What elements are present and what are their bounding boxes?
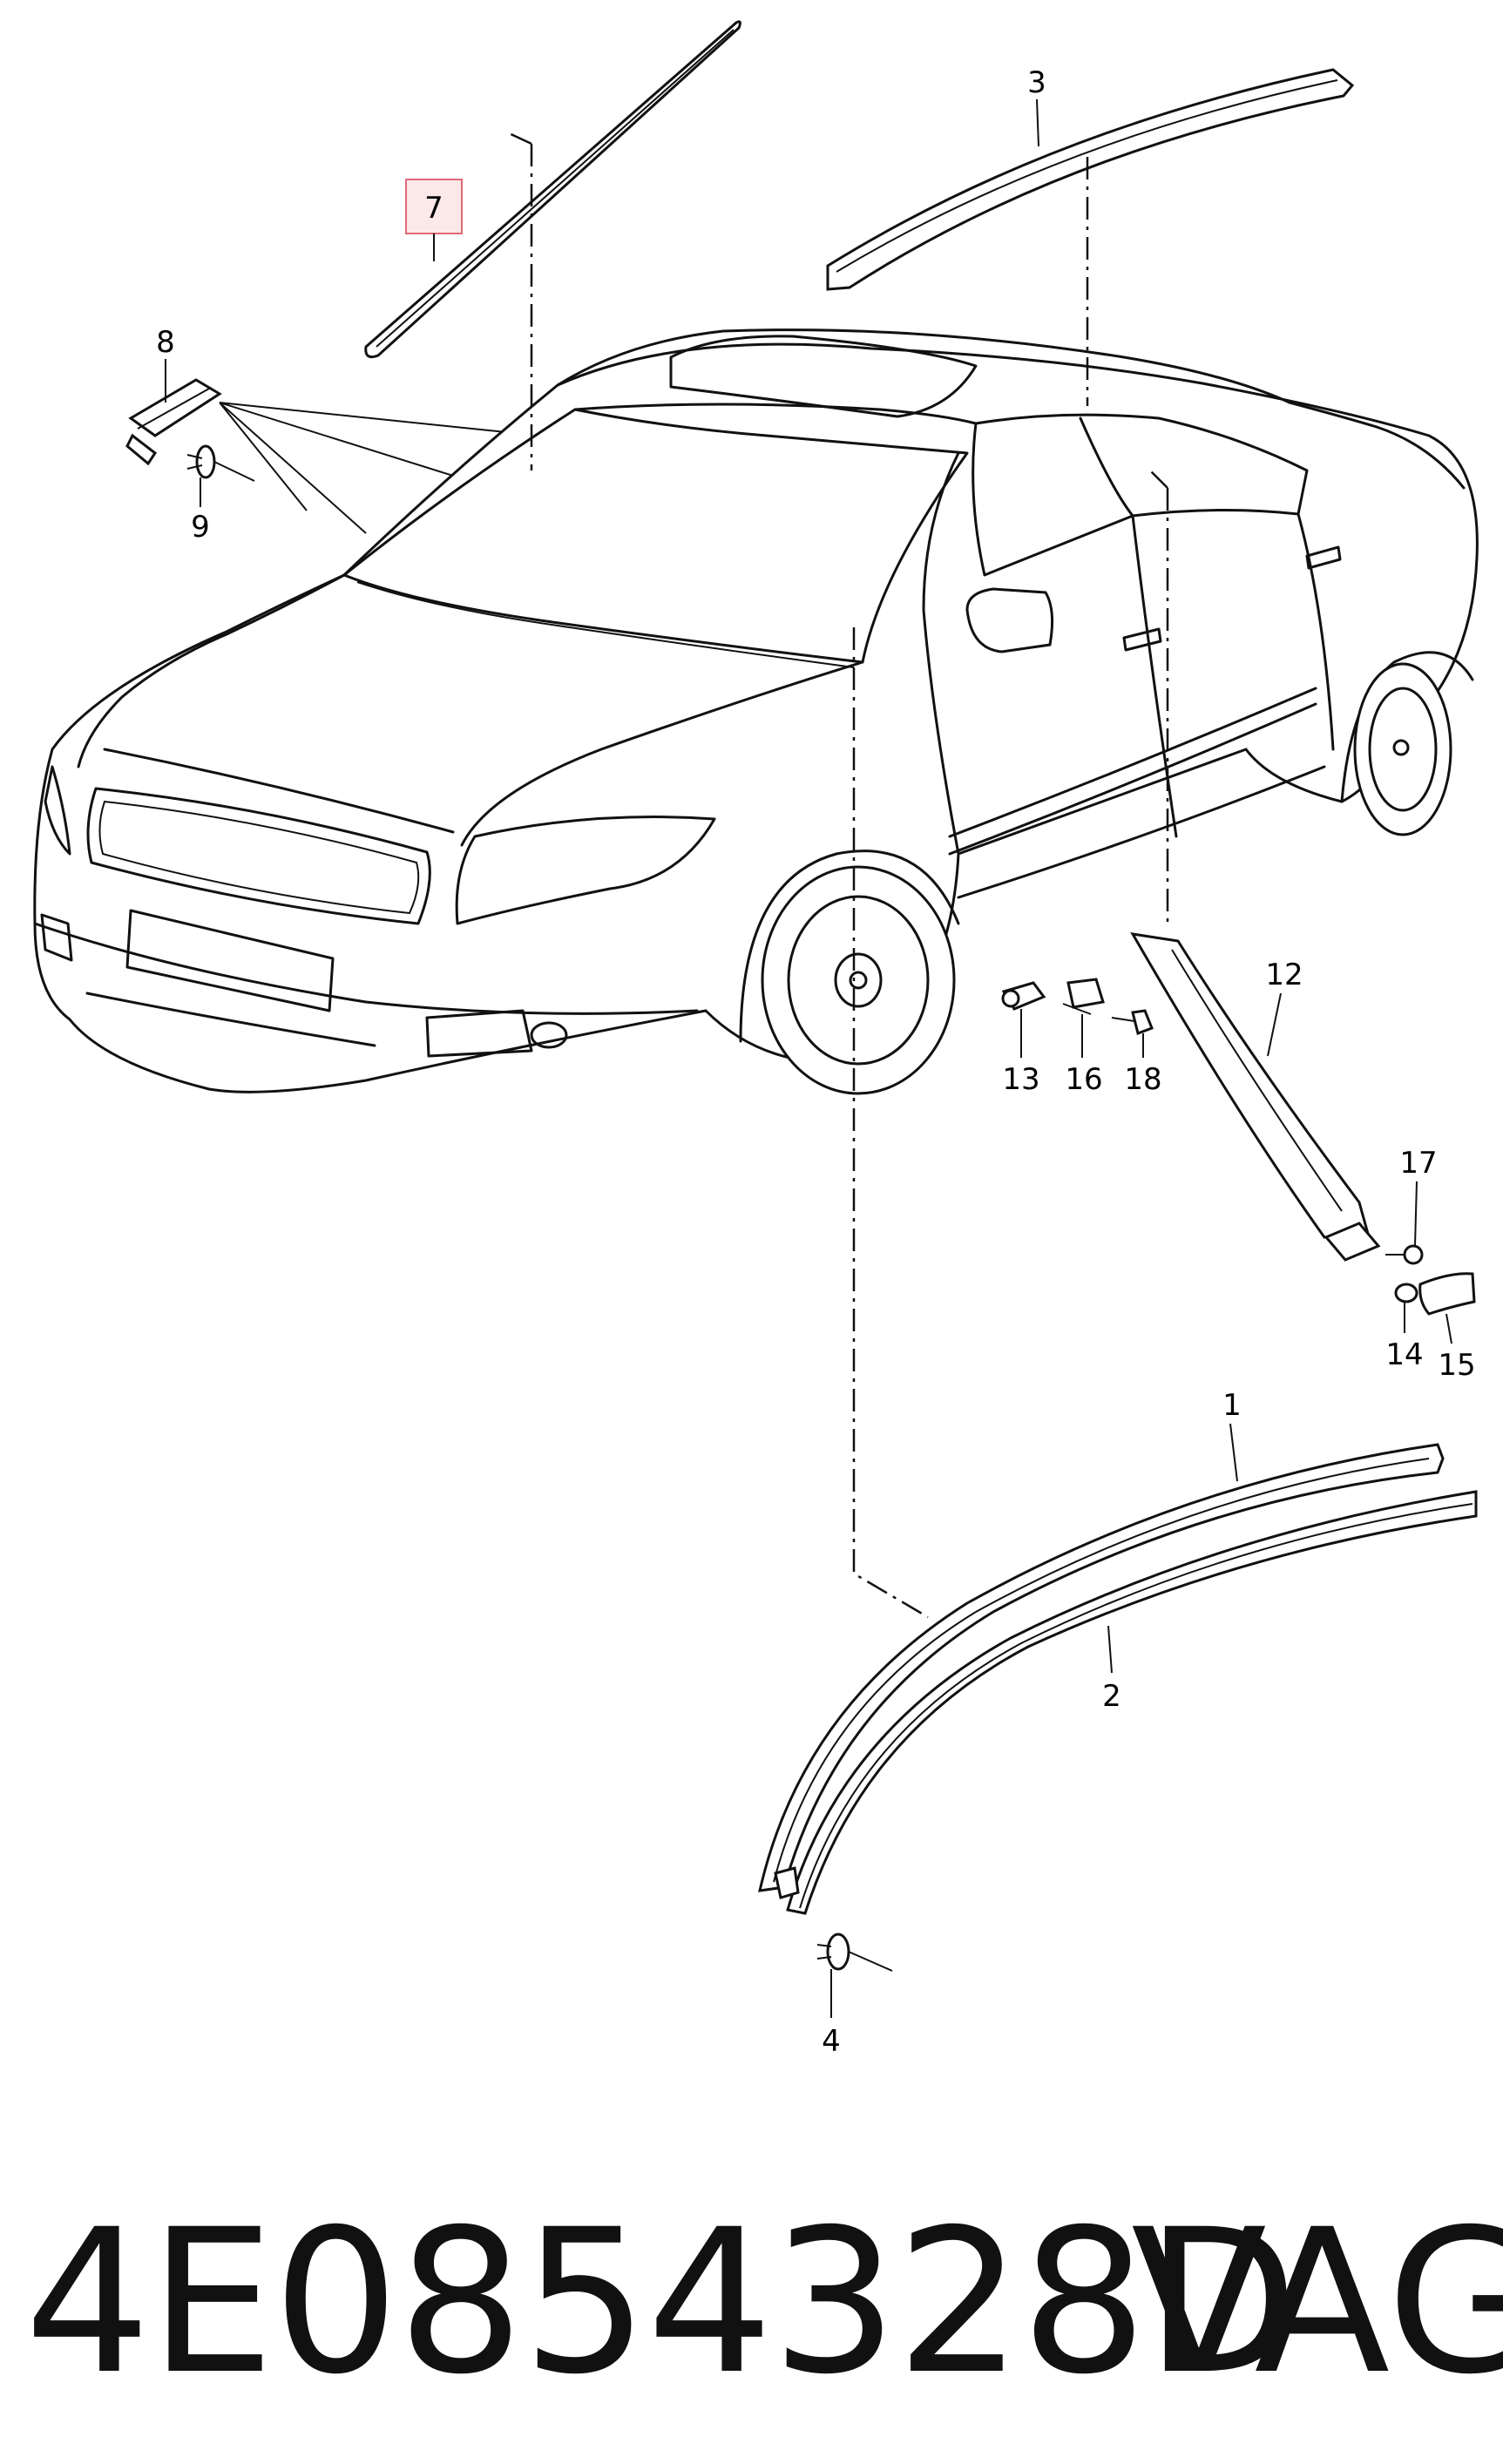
part-number: 4E0854328D (24, 2186, 1298, 2418)
callout-4[interactable]: 4 (822, 1969, 841, 2059)
part-13-clip (1001, 981, 1046, 1011)
parts-diagram: 7 3 8 9 (33, 20, 1479, 2059)
callout-17-label: 17 (1399, 1146, 1437, 1181)
part-9-rivet (186, 444, 255, 482)
callout-3-label: 3 (1027, 65, 1046, 100)
part-4-rivet (816, 1933, 893, 1972)
assembly-lines (506, 131, 1169, 1619)
callout-12[interactable]: 12 (1265, 958, 1303, 1057)
callout-9-label: 9 (191, 510, 210, 545)
part-3-roof-strip (826, 68, 1355, 291)
callout-4-label: 4 (822, 2024, 841, 2059)
part-17-screw (1385, 1244, 1424, 1265)
part-8-clip (125, 378, 222, 466)
callout-13[interactable]: 13 (1002, 1009, 1040, 1097)
callout-2[interactable]: 2 (1102, 1625, 1121, 1714)
callout-15-label: 15 (1438, 1348, 1475, 1383)
callout-13-label: 13 (1002, 1062, 1039, 1097)
callout-16-label: 16 (1065, 1062, 1102, 1097)
part-16-clip (1062, 978, 1105, 1015)
part-7-trim-strip (364, 20, 741, 359)
callout-1-label: 1 (1222, 1388, 1242, 1423)
brand-label: VAG (1131, 2186, 1503, 2418)
callout-14[interactable]: 14 (1385, 1302, 1424, 1372)
callout-18[interactable]: 18 (1124, 1033, 1162, 1097)
leader-lines-8 (219, 402, 524, 534)
part-12-pillar-trim (1130, 932, 1381, 1262)
part-14-nut (1394, 1283, 1418, 1303)
callout-7-label: 7 (424, 191, 443, 226)
callout-1[interactable]: 1 (1222, 1388, 1242, 1482)
callout-7[interactable]: 7 (405, 179, 463, 261)
callout-12-label: 12 (1265, 958, 1303, 992)
callout-8-label: 8 (156, 325, 175, 360)
part-18-screw (1111, 1009, 1154, 1035)
part-2-strip (774, 1490, 1478, 1915)
callout-2-label: 2 (1102, 1679, 1121, 1714)
callout-17[interactable]: 17 (1399, 1146, 1438, 1247)
callout-3[interactable]: 3 (1027, 65, 1046, 147)
car-body (33, 328, 1479, 1095)
callout-16[interactable]: 16 (1065, 1014, 1103, 1097)
callout-18-label: 18 (1124, 1062, 1161, 1097)
callout-15[interactable]: 15 (1438, 1313, 1476, 1383)
callout-9[interactable]: 9 (191, 477, 210, 545)
part-1-strip (758, 1443, 1445, 1892)
callout-8[interactable]: 8 (156, 325, 175, 403)
part-15-cap (1418, 1272, 1476, 1316)
callout-7-highlight (405, 179, 463, 234)
callout-14-label: 14 (1385, 1337, 1423, 1372)
